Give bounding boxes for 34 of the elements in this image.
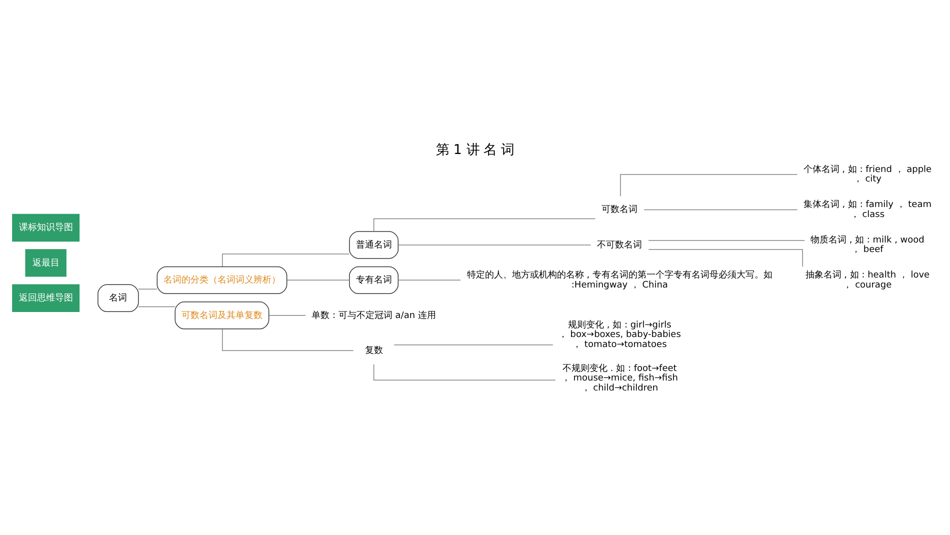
label: 返回思维导图 [18, 292, 73, 303]
diagram-title: 第 1 讲 名 词 [436, 141, 514, 158]
connector [620, 174, 798, 196]
node-box: 名词 [98, 284, 139, 312]
connector [286, 279, 350, 280]
label: 课标知识导图 [18, 222, 73, 233]
node-box: 可数名词及其单复数 [174, 301, 270, 329]
connector [138, 306, 176, 307]
node-text: 规则变化 , 如 : girl→girls ， box→boxes, baby-babies ， tomato→tomatoes [558, 320, 681, 350]
node-text: 可数名词 [602, 204, 638, 215]
node-box: 专有名词 [349, 266, 399, 294]
connector [268, 314, 306, 316]
connector [398, 279, 461, 280]
connector [644, 208, 798, 210]
node-text: 复数 [364, 345, 383, 356]
node-box: 普通名词 [349, 230, 399, 258]
node-text: 特定的人、地方或机构的名称 , 专有名词的第一个字专有名词母必须大写。如 :Hemingway ， China [466, 270, 772, 290]
connector [398, 244, 592, 245]
node-text: 不可数名词 [597, 240, 642, 250]
connector [373, 218, 596, 232]
connector [222, 328, 354, 351]
connector [394, 344, 554, 345]
node-text: 不规则变化 . 如 : foot→feet ， mouse→mice, fish→fish ， child→children [561, 363, 678, 393]
label: 返最目 [32, 258, 60, 268]
connector [373, 363, 556, 380]
node-text: 单数 : 可与不定冠词 a/an 连用 [312, 310, 436, 320]
connector [222, 253, 350, 266]
node-text: 物质名词 , 如 : milk , wood ， beef [810, 234, 924, 255]
node-text: 抽象名词 , 如 : health ， love ， courage [805, 270, 930, 290]
connector [138, 288, 158, 290]
connector [648, 248, 803, 266]
node-text: 个体名词 , 如 : friend ， apple ， city [803, 164, 932, 184]
node-box: 名词的分类（名词词义辨析） [156, 266, 288, 294]
node-text: 集体名词 , 如 : family ， team ， class [803, 200, 932, 220]
